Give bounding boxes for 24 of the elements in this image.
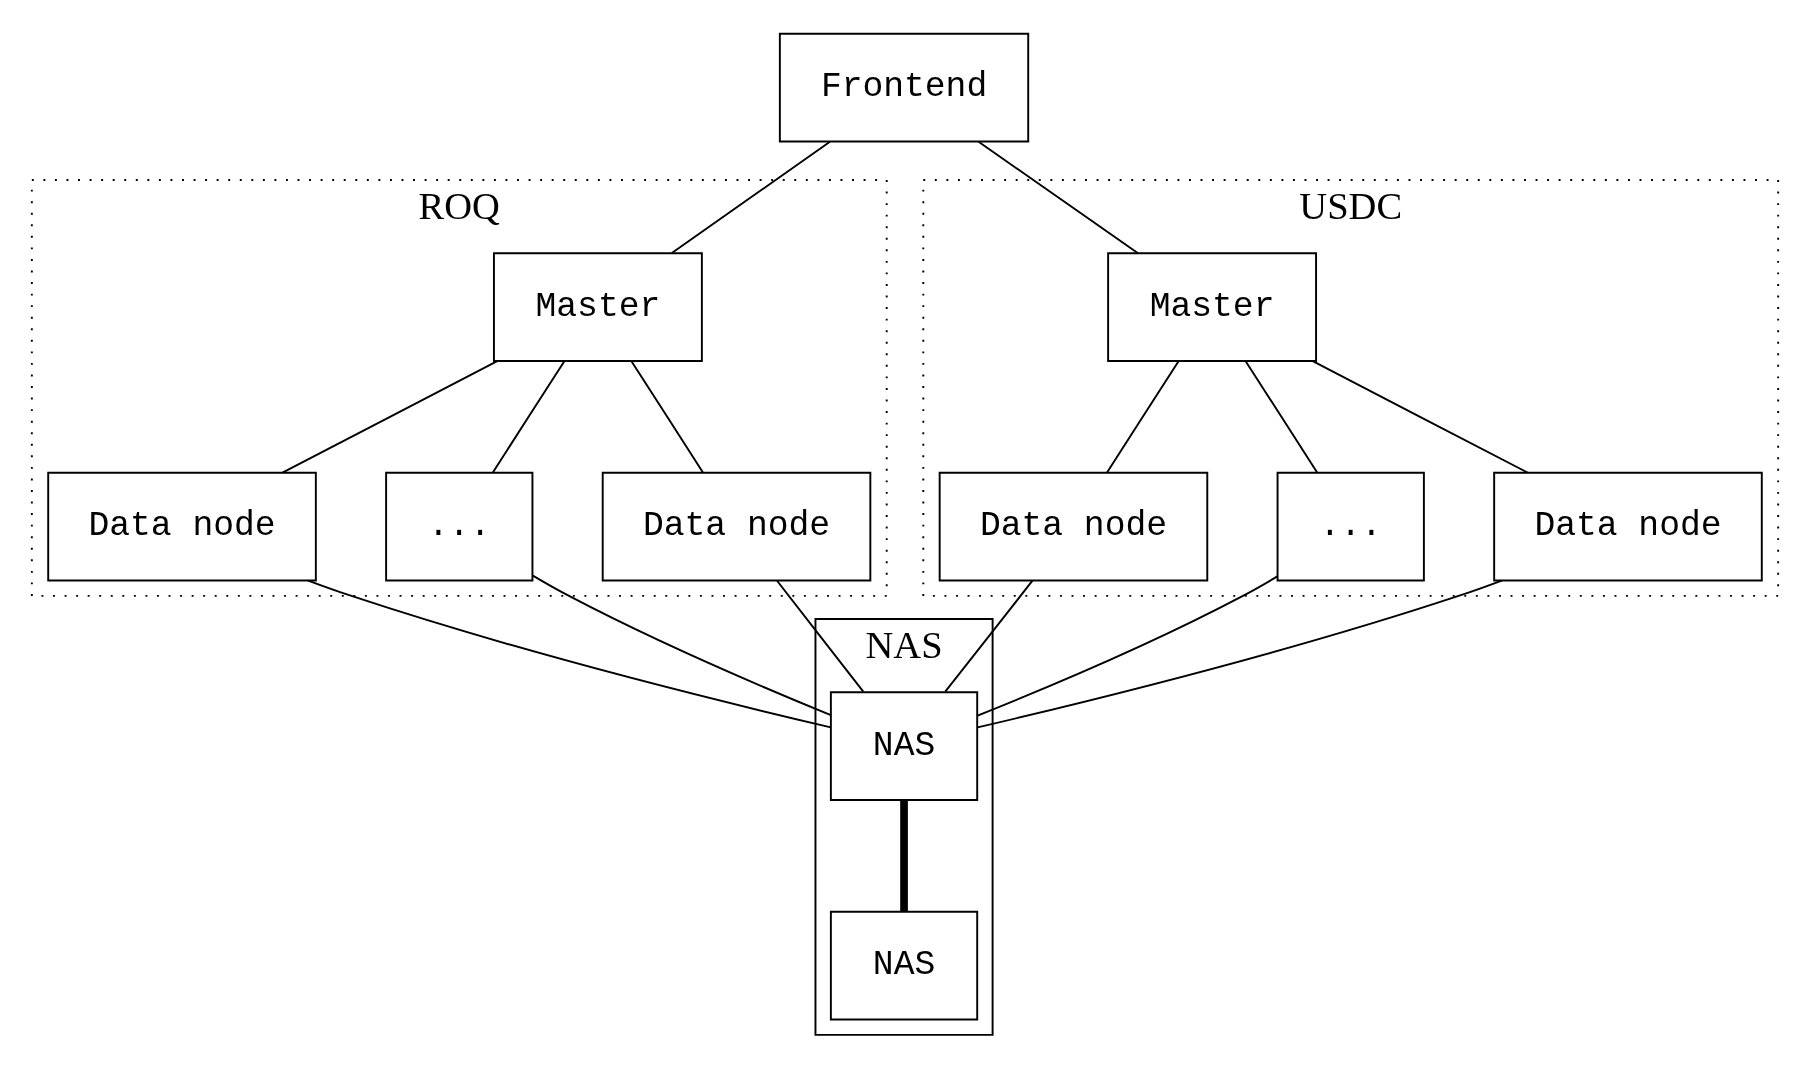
connector bbox=[976, 579, 1503, 728]
connector bbox=[976, 574, 1279, 717]
node-box: Master bbox=[492, 251, 703, 362]
connector bbox=[492, 359, 566, 473]
node-box: ... bbox=[1276, 471, 1425, 581]
connector bbox=[776, 579, 865, 693]
node-box: Master bbox=[1107, 251, 1318, 362]
connector bbox=[977, 140, 1139, 254]
connector bbox=[1106, 359, 1180, 473]
connector bbox=[307, 579, 832, 728]
connector bbox=[1311, 359, 1529, 474]
node-box: Data node bbox=[601, 471, 872, 581]
node-box: Data node bbox=[1493, 471, 1763, 581]
node-box: ... bbox=[385, 471, 534, 581]
node-box: Data node bbox=[938, 471, 1209, 581]
connector bbox=[281, 359, 499, 474]
connector bbox=[670, 140, 831, 254]
node-box: NAS bbox=[829, 690, 979, 801]
connector bbox=[531, 574, 832, 716]
connector bbox=[1244, 359, 1318, 473]
node-box: Data node bbox=[47, 471, 317, 581]
connector bbox=[630, 359, 704, 473]
node-box: Frontend bbox=[778, 32, 1030, 142]
node-box: NAS bbox=[829, 910, 979, 1020]
